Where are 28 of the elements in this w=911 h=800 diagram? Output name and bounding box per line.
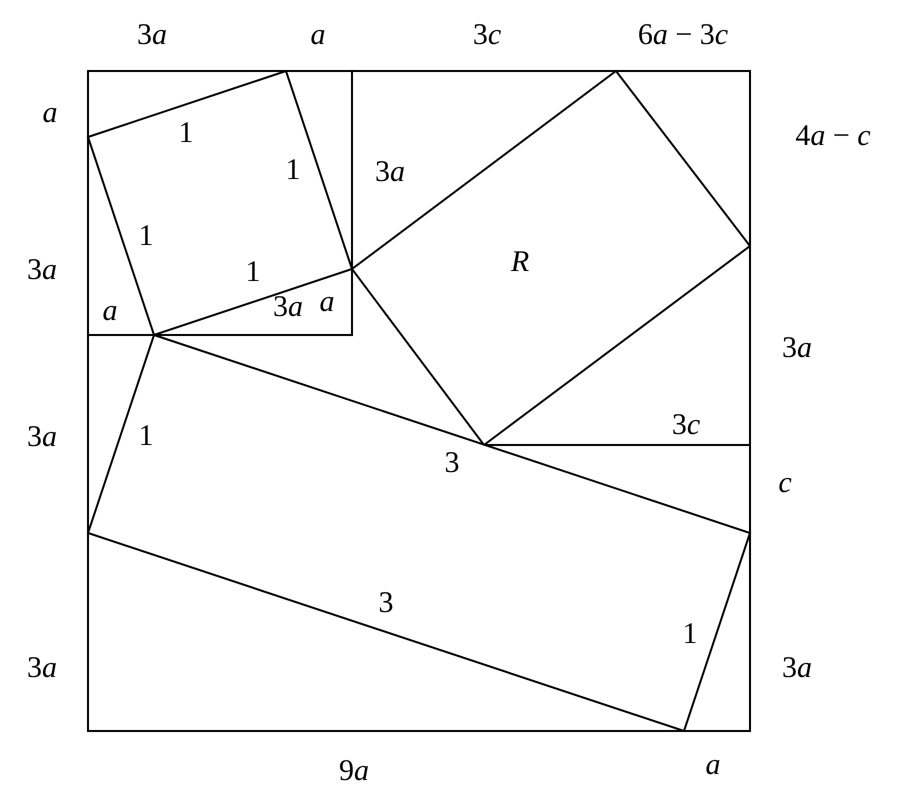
length-label: a: [310, 20, 326, 50]
length-label: 1: [178, 118, 194, 148]
length-label: 6a − 3c: [638, 20, 728, 50]
length-label: 3a: [27, 653, 57, 683]
length-label: 3a: [273, 292, 303, 322]
length-label: 1: [138, 421, 154, 451]
length-label: 1: [682, 619, 698, 649]
length-label: c: [778, 468, 792, 498]
length-label: 4a − c: [795, 121, 871, 151]
length-label: 3a: [27, 255, 57, 285]
length-label: 3c: [672, 410, 700, 440]
length-label: a: [706, 750, 720, 780]
length-label: 9a: [339, 756, 369, 786]
region-label: R: [510, 247, 530, 277]
length-label: 3: [444, 448, 460, 478]
length-label: 1: [246, 257, 260, 287]
length-label: a: [102, 296, 118, 326]
length-label: 3a: [782, 333, 812, 363]
length-label: 3a: [137, 20, 167, 50]
length-label: 1: [138, 221, 154, 251]
length-label: a: [42, 98, 58, 128]
length-label: 3c: [472, 20, 502, 50]
length-label: a: [320, 287, 334, 317]
length-label: 3: [378, 588, 394, 618]
length-label: 3a: [375, 157, 405, 187]
length-label: 3a: [782, 653, 812, 683]
length-label: 3a: [27, 422, 57, 452]
length-label: 1: [286, 155, 300, 185]
